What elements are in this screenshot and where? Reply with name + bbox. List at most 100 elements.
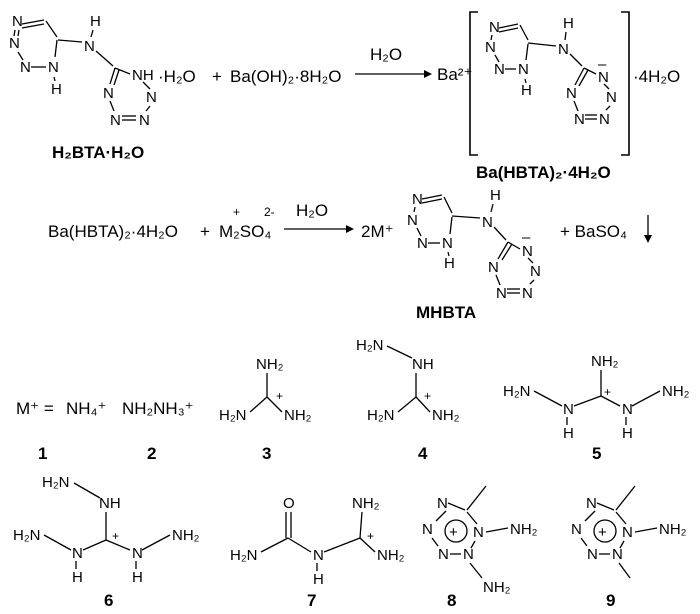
atom-nh2: NH₂ xyxy=(352,495,380,512)
atom-n: N xyxy=(522,285,533,302)
atom-h: H xyxy=(90,13,101,30)
atom-h2n: H₂N xyxy=(356,337,384,354)
charge-m: + xyxy=(233,205,240,219)
charge-plus: + xyxy=(367,529,374,543)
plus-sign: + xyxy=(212,67,222,86)
atom-n: N xyxy=(494,61,505,78)
atom-n: N xyxy=(9,35,20,52)
mhbta-anion: N N N N H N H N – N N N N xyxy=(407,187,541,302)
sulfate-salt: M₂SO₄ xyxy=(219,222,271,241)
compound-number: 2 xyxy=(147,444,156,463)
reactant-water: ·H₂O xyxy=(158,67,196,86)
atom-nh2: NH₂ xyxy=(659,521,687,538)
charge-plus: + xyxy=(598,524,607,541)
atom-h: H xyxy=(490,187,501,204)
atom-n: N xyxy=(488,259,499,276)
atom-h2n: H₂N xyxy=(230,547,258,564)
ba-hbta-reactant: Ba(HBTA)₂·4H₂O xyxy=(48,222,178,241)
charge-plus: + xyxy=(604,385,611,399)
atom-n: N xyxy=(606,89,617,106)
atom-h: H xyxy=(622,425,633,442)
barium-hydroxide: Ba(OH)₂·8H₂O xyxy=(230,67,341,86)
right-bracket xyxy=(621,11,630,156)
charge-minus: – xyxy=(598,56,607,73)
atom-n: N xyxy=(422,521,433,538)
cation-1-ammonium: NH₄⁺ xyxy=(66,399,106,418)
atom-n: N xyxy=(407,212,418,229)
compound-number: 7 xyxy=(307,591,316,610)
label-mhbta: MHBTA xyxy=(416,303,476,322)
cation-4-aminoguanidinium: H₂N NH H₂N NH₂ + xyxy=(356,337,460,424)
arrow-label-water: H₂O xyxy=(296,201,328,220)
label-h2bta-h2o: H₂BTA·H₂O xyxy=(52,143,144,162)
charge-plus: + xyxy=(276,389,283,403)
compound-number: 1 xyxy=(38,444,47,463)
atom-n: N xyxy=(110,112,121,129)
atom-n: N xyxy=(622,401,633,418)
atom-h: H xyxy=(444,255,455,272)
atom-nh2: NH₂ xyxy=(256,356,284,373)
hydration-water: ·4H₂O xyxy=(633,67,680,86)
atom-h2n: H₂N xyxy=(42,474,70,491)
cation-6-triaminoguanidinium: H₂N NH H₂N N H N H NH₂ + xyxy=(13,474,200,586)
compound-number: 5 xyxy=(592,444,601,463)
atom-n: N xyxy=(473,524,484,541)
atom-n: N xyxy=(485,39,496,56)
m-equals: M⁺ = xyxy=(16,399,54,418)
reaction-arrow xyxy=(355,70,432,78)
atom-n: N xyxy=(482,214,493,231)
atom-nh2: NH₂ xyxy=(591,353,619,370)
compound-number: 9 xyxy=(606,591,615,610)
atom-n: N xyxy=(599,111,610,128)
atom-n: N xyxy=(438,546,449,563)
atom-nh2: NH₂ xyxy=(432,407,460,424)
atom-nh2: NH₂ xyxy=(662,383,690,400)
atom-n: N xyxy=(139,112,150,129)
atom-n: N xyxy=(132,545,143,562)
atom-n: N xyxy=(437,495,448,512)
cation-7-carbamoylguanidinium: O NH₂ H₂N N H NH₂ + xyxy=(230,495,405,588)
cation-3-guanidinium: NH₂ H₂N NH₂ + xyxy=(219,356,312,424)
atom-h2n: H₂N xyxy=(503,383,531,400)
atom-h: H xyxy=(563,15,574,32)
atom-n: N xyxy=(566,85,577,102)
atom-h: H xyxy=(132,569,143,586)
atom-n: N xyxy=(586,495,597,512)
compound-number: 6 xyxy=(104,591,113,610)
atom-nh: NH xyxy=(99,495,121,512)
atom-h: H xyxy=(51,81,62,98)
atom-nh: NH xyxy=(412,356,434,373)
atom-n: N xyxy=(20,59,31,76)
atom-nh2: NH₂ xyxy=(483,579,511,596)
atom-n: N xyxy=(496,285,507,302)
atom-n: N xyxy=(563,401,574,418)
charge-plus: + xyxy=(112,529,119,543)
atom-n: N xyxy=(558,41,569,58)
atom-n: N xyxy=(598,69,609,86)
compound-number: 8 xyxy=(447,591,456,610)
atom-nh2: NH₂ xyxy=(377,547,405,564)
atom-n: N xyxy=(72,545,83,562)
atom-n: N xyxy=(612,546,623,563)
arrow-label-water: H₂O xyxy=(370,45,402,64)
atom-nh2: NH₂ xyxy=(284,407,312,424)
compound-number: 3 xyxy=(262,444,271,463)
charge-sulfate: 2- xyxy=(264,205,275,219)
atom-nh: NH xyxy=(132,67,154,84)
atom-n: N xyxy=(313,547,324,564)
cation-9-amino-dimethyltetrazolium: N N N N N + NH₂ xyxy=(571,485,687,579)
atom-n: N xyxy=(522,243,533,260)
h2bta-molecule: N N N N H N H NH N N N N ·H₂O xyxy=(9,13,196,129)
atom-n: N xyxy=(48,59,59,76)
left-bracket xyxy=(469,11,478,156)
atom-h2n: H₂N xyxy=(219,407,247,424)
plus-sign: + xyxy=(200,222,210,241)
atom-n: N xyxy=(574,111,585,128)
reaction-arrow xyxy=(284,225,354,233)
atom-n: N xyxy=(622,524,633,541)
cation-5-diaminoguanidinium: NH₂ H₂N N H N H NH₂ + xyxy=(503,353,690,442)
atom-h: H xyxy=(313,571,324,588)
charge-minus: – xyxy=(522,229,531,246)
compound-number: 4 xyxy=(418,444,428,463)
